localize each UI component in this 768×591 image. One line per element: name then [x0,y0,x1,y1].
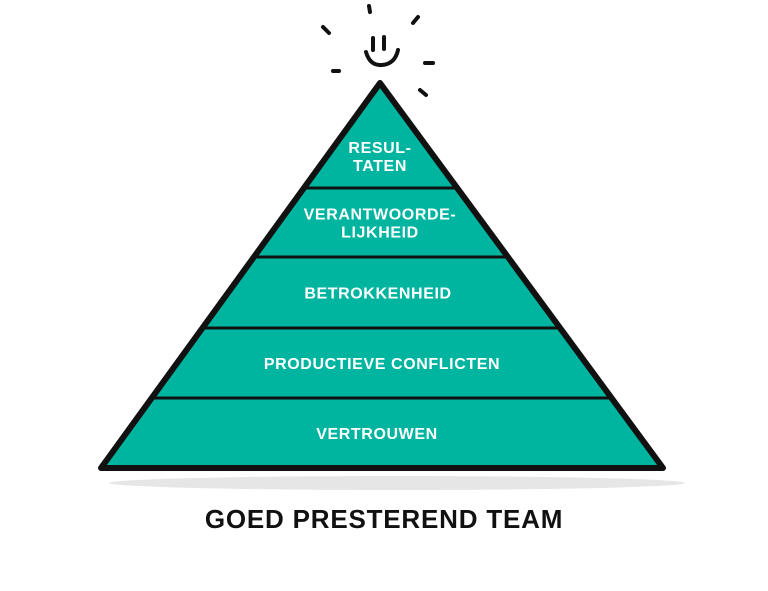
sparkle-ray [411,15,420,25]
layer-label-5-line-1: VERTROUWEN [316,426,438,443]
smiley-icon [321,4,435,97]
layer-label-1-line-1: RESUL- [348,140,411,157]
layer-label-4-line-1: PRODUCTIEVE CONFLICTEN [264,356,500,373]
layer-dividers [150,186,614,400]
smiley-mouth [364,48,400,68]
sparkle-ray [321,25,331,35]
layer-label-1-line-2: TATEN [353,158,407,175]
sparkle-ray [418,88,428,97]
layer-label-2-line-2: LIJKHEID [341,225,419,242]
ground-shadow [109,476,685,490]
layer-label-3-line-1: BETROKKENHEID [304,286,451,303]
pyramid-outline [98,80,666,471]
caption-title: GOED PRESTEREND TEAM [204,504,564,534]
layer-label-2-line-1: VERANTWOORDE- [304,207,457,224]
pyramid-body [101,83,663,468]
sparkle-ray [367,4,372,14]
layer-labels: RESUL-TATEN VERANTWOORDE-LIJKHEID BETROKKE… [264,140,500,443]
